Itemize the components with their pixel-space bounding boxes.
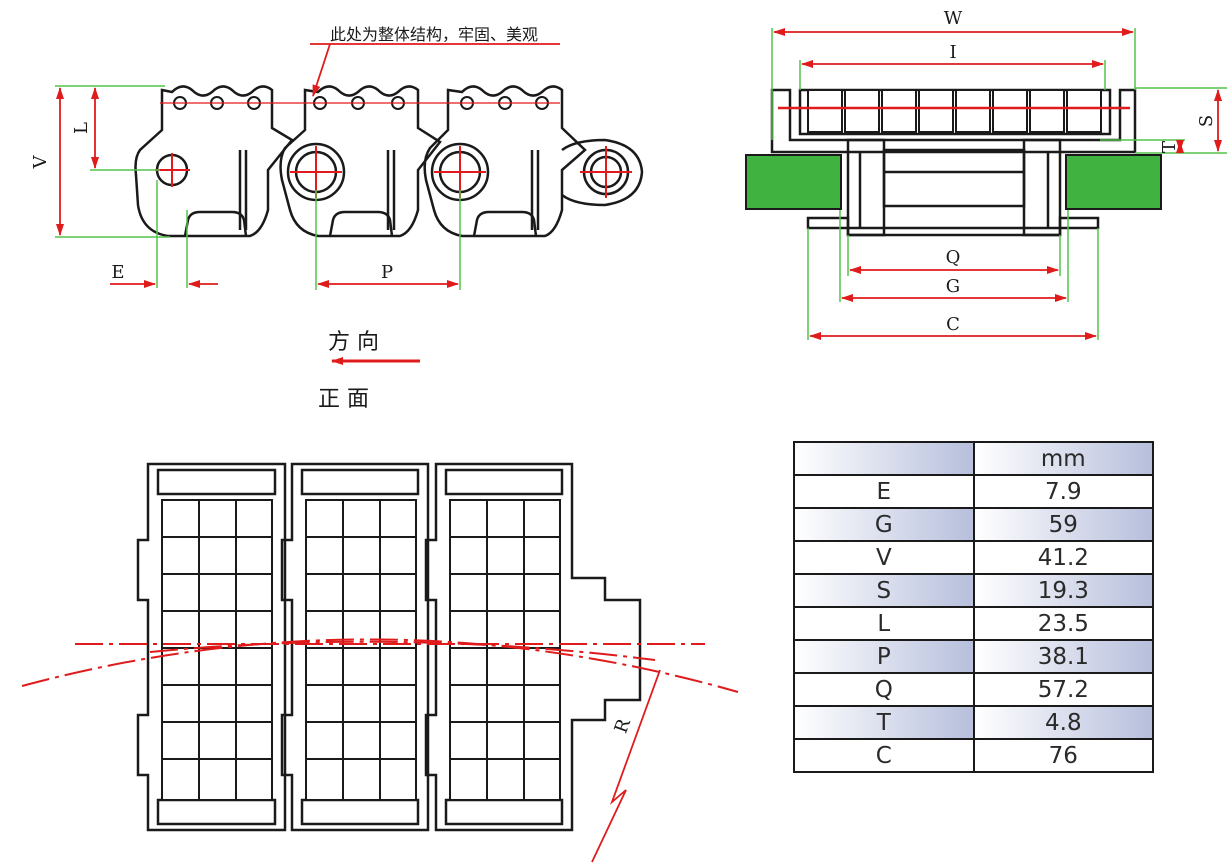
row-value: 59 bbox=[972, 507, 1155, 542]
module-outline bbox=[424, 462, 642, 832]
table-header-row: mm bbox=[793, 441, 1155, 476]
dim-label-r: R bbox=[611, 716, 636, 736]
row-value: 38.1 bbox=[972, 639, 1155, 674]
dim-label-e: E bbox=[111, 262, 124, 283]
row-label: P bbox=[793, 639, 975, 674]
dim-label-v: V bbox=[30, 155, 51, 170]
module-outline bbox=[136, 462, 287, 832]
table-header-unit: mm bbox=[972, 441, 1155, 476]
front-dimensions: V L E P 此处为整体结构，牢固、美观 bbox=[30, 25, 560, 290]
row-label: G bbox=[793, 507, 975, 542]
row-label: T bbox=[793, 705, 975, 740]
row-label: Q bbox=[793, 672, 975, 707]
direction-indicator: 方 向 正 面 bbox=[318, 330, 420, 412]
center-marks bbox=[155, 102, 632, 198]
row-value: 23.5 bbox=[972, 606, 1155, 641]
dim-label-t: T bbox=[1159, 141, 1180, 153]
roller-grid bbox=[161, 499, 561, 801]
side-view bbox=[745, 88, 1162, 237]
row-value: 4.8 bbox=[972, 705, 1155, 740]
direction-label: 方 向 bbox=[328, 330, 379, 355]
table-header-blank bbox=[793, 441, 975, 476]
dim-label-s: S bbox=[1196, 115, 1217, 127]
dim-label-q: Q bbox=[946, 247, 961, 268]
dim-label-g: G bbox=[946, 276, 960, 297]
view-label: 正 面 bbox=[318, 387, 369, 412]
end-eye bbox=[561, 138, 644, 207]
table-row: E 7.9 bbox=[793, 474, 1155, 509]
roller-column-1 bbox=[161, 499, 273, 801]
radius-lines bbox=[21, 638, 739, 863]
table-row: L 23.5 bbox=[793, 606, 1155, 641]
structure-note: 此处为整体结构，牢固、美观 bbox=[330, 25, 538, 44]
top-view bbox=[136, 462, 642, 832]
row-label: S bbox=[793, 573, 975, 608]
table-row: T 4.8 bbox=[793, 705, 1155, 740]
roller-column-3 bbox=[449, 499, 561, 801]
wear-strip-right bbox=[1065, 154, 1162, 210]
dim-label-i: I bbox=[949, 42, 956, 63]
row-label: E bbox=[793, 474, 975, 509]
dim-label-w: W bbox=[944, 8, 963, 29]
dim-label-p: P bbox=[381, 262, 393, 283]
row-value: 76 bbox=[972, 738, 1155, 773]
table-row: S 19.3 bbox=[793, 573, 1155, 608]
table-row: Q 57.2 bbox=[793, 672, 1155, 707]
module-outline bbox=[280, 462, 430, 832]
table-row: G 59 bbox=[793, 507, 1155, 542]
row-label: L bbox=[793, 606, 975, 641]
table-row: C 76 bbox=[793, 738, 1155, 773]
row-label: V bbox=[793, 540, 975, 575]
dim-label-c: C bbox=[946, 314, 960, 335]
spec-table: mm E 7.9 G 59 V 41.2 S 19.3 L 23.5 P 38.… bbox=[793, 441, 1155, 773]
table-row: P 38.1 bbox=[793, 639, 1155, 674]
row-label: C bbox=[793, 738, 975, 773]
dim-label-l: L bbox=[71, 122, 92, 134]
row-value: 7.9 bbox=[972, 474, 1155, 509]
row-value: 19.3 bbox=[972, 573, 1155, 608]
front-view bbox=[134, 85, 644, 238]
row-value: 57.2 bbox=[972, 672, 1155, 707]
table-row: V 41.2 bbox=[793, 540, 1155, 575]
roller-column-2 bbox=[305, 499, 417, 801]
side-dimensions: W I S T Q G C bbox=[771, 8, 1227, 340]
wear-strip-left bbox=[745, 154, 842, 210]
row-value: 41.2 bbox=[972, 540, 1155, 575]
